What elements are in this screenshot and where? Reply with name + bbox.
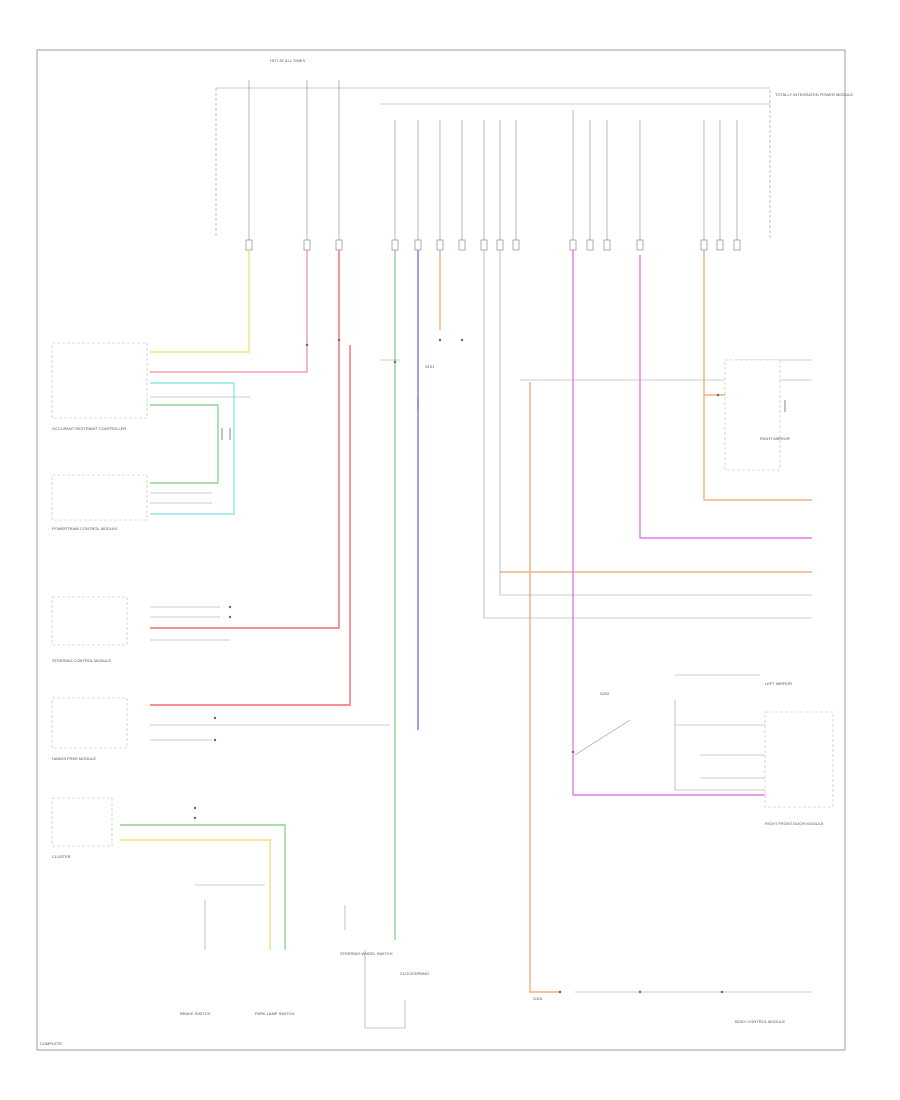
- brake-switch-label: BRAKE SWITCH: [180, 1011, 211, 1016]
- wire-pink: [150, 250, 308, 373]
- diagram-frame: [36, 49, 846, 1051]
- right-door-label: RIGHT FRONT DOOR MODULE: [765, 821, 824, 826]
- component-boxes: [51, 342, 834, 847]
- wire-green-1: [150, 404, 219, 484]
- wire-red-1: [150, 250, 340, 629]
- wires: [120, 250, 812, 1029]
- park-lamp-label: PARK LAMP SWITCH: [255, 1011, 295, 1016]
- wire-yellow: [150, 250, 250, 353]
- wire-orange-2: [529, 382, 560, 993]
- fuse-block-label: TOTALLY INTEGRATED POWER MODULE: [775, 92, 853, 97]
- splice-a-label: S101: [425, 364, 435, 369]
- wire-magenta-1: [572, 250, 770, 796]
- wire-yellow-2: [120, 839, 271, 950]
- right-mirror-box: [724, 359, 781, 471]
- wire-orange-4: [703, 250, 812, 501]
- steering-box: [51, 697, 128, 749]
- fuse-block-header: HOT AT ALL TIMES: [270, 58, 305, 63]
- cluster-box: [51, 797, 113, 847]
- ground-symbols: [221, 398, 786, 440]
- component-labels: OCCUPANT RESTRAINT CONTROLLER POWERTRAIN…: [40, 364, 824, 1046]
- wire-magenta-2: [639, 255, 812, 539]
- right-mirror-label: RIGHT MIRROR: [760, 436, 790, 441]
- powertrain-box: [51, 596, 128, 646]
- body-module-label: BODY CONTROL MODULE: [735, 1019, 785, 1024]
- occupant-module-label: OCCUPANT RESTRAINT CONTROLLER: [52, 426, 126, 431]
- wire-red-2: [150, 345, 351, 706]
- splice-b-label: S202: [600, 691, 610, 696]
- hands-free-label: HANDS FREE MODULE: [52, 756, 96, 761]
- cluster-label: CLUSTER: [52, 854, 71, 859]
- wire-green-3: [120, 824, 286, 950]
- ground-label: G301: [533, 996, 544, 1001]
- wire-cyan: [150, 382, 235, 515]
- occupant-module-box-2: [51, 474, 148, 521]
- pins: [193, 338, 724, 994]
- steering-module-label: STEERING CONTROL MODULE: [52, 658, 112, 663]
- clockspring-label: CLOCKSPRING: [400, 971, 429, 976]
- powertrain-module-label: POWERTRAIN CONTROL MODULE: [52, 526, 118, 531]
- occupant-module-box: [51, 342, 148, 419]
- left-mirror-label: LEFT MIRROR: [765, 681, 792, 686]
- fuse-block: HOT AT ALL TIMES TOTALLY INTEGRATED POWE…: [215, 58, 853, 245]
- footer-code: COMPLETE: [40, 1041, 62, 1046]
- right-door-box: [764, 711, 834, 808]
- steering-switch-label: STEERING WHEEL SWITCH: [340, 951, 393, 956]
